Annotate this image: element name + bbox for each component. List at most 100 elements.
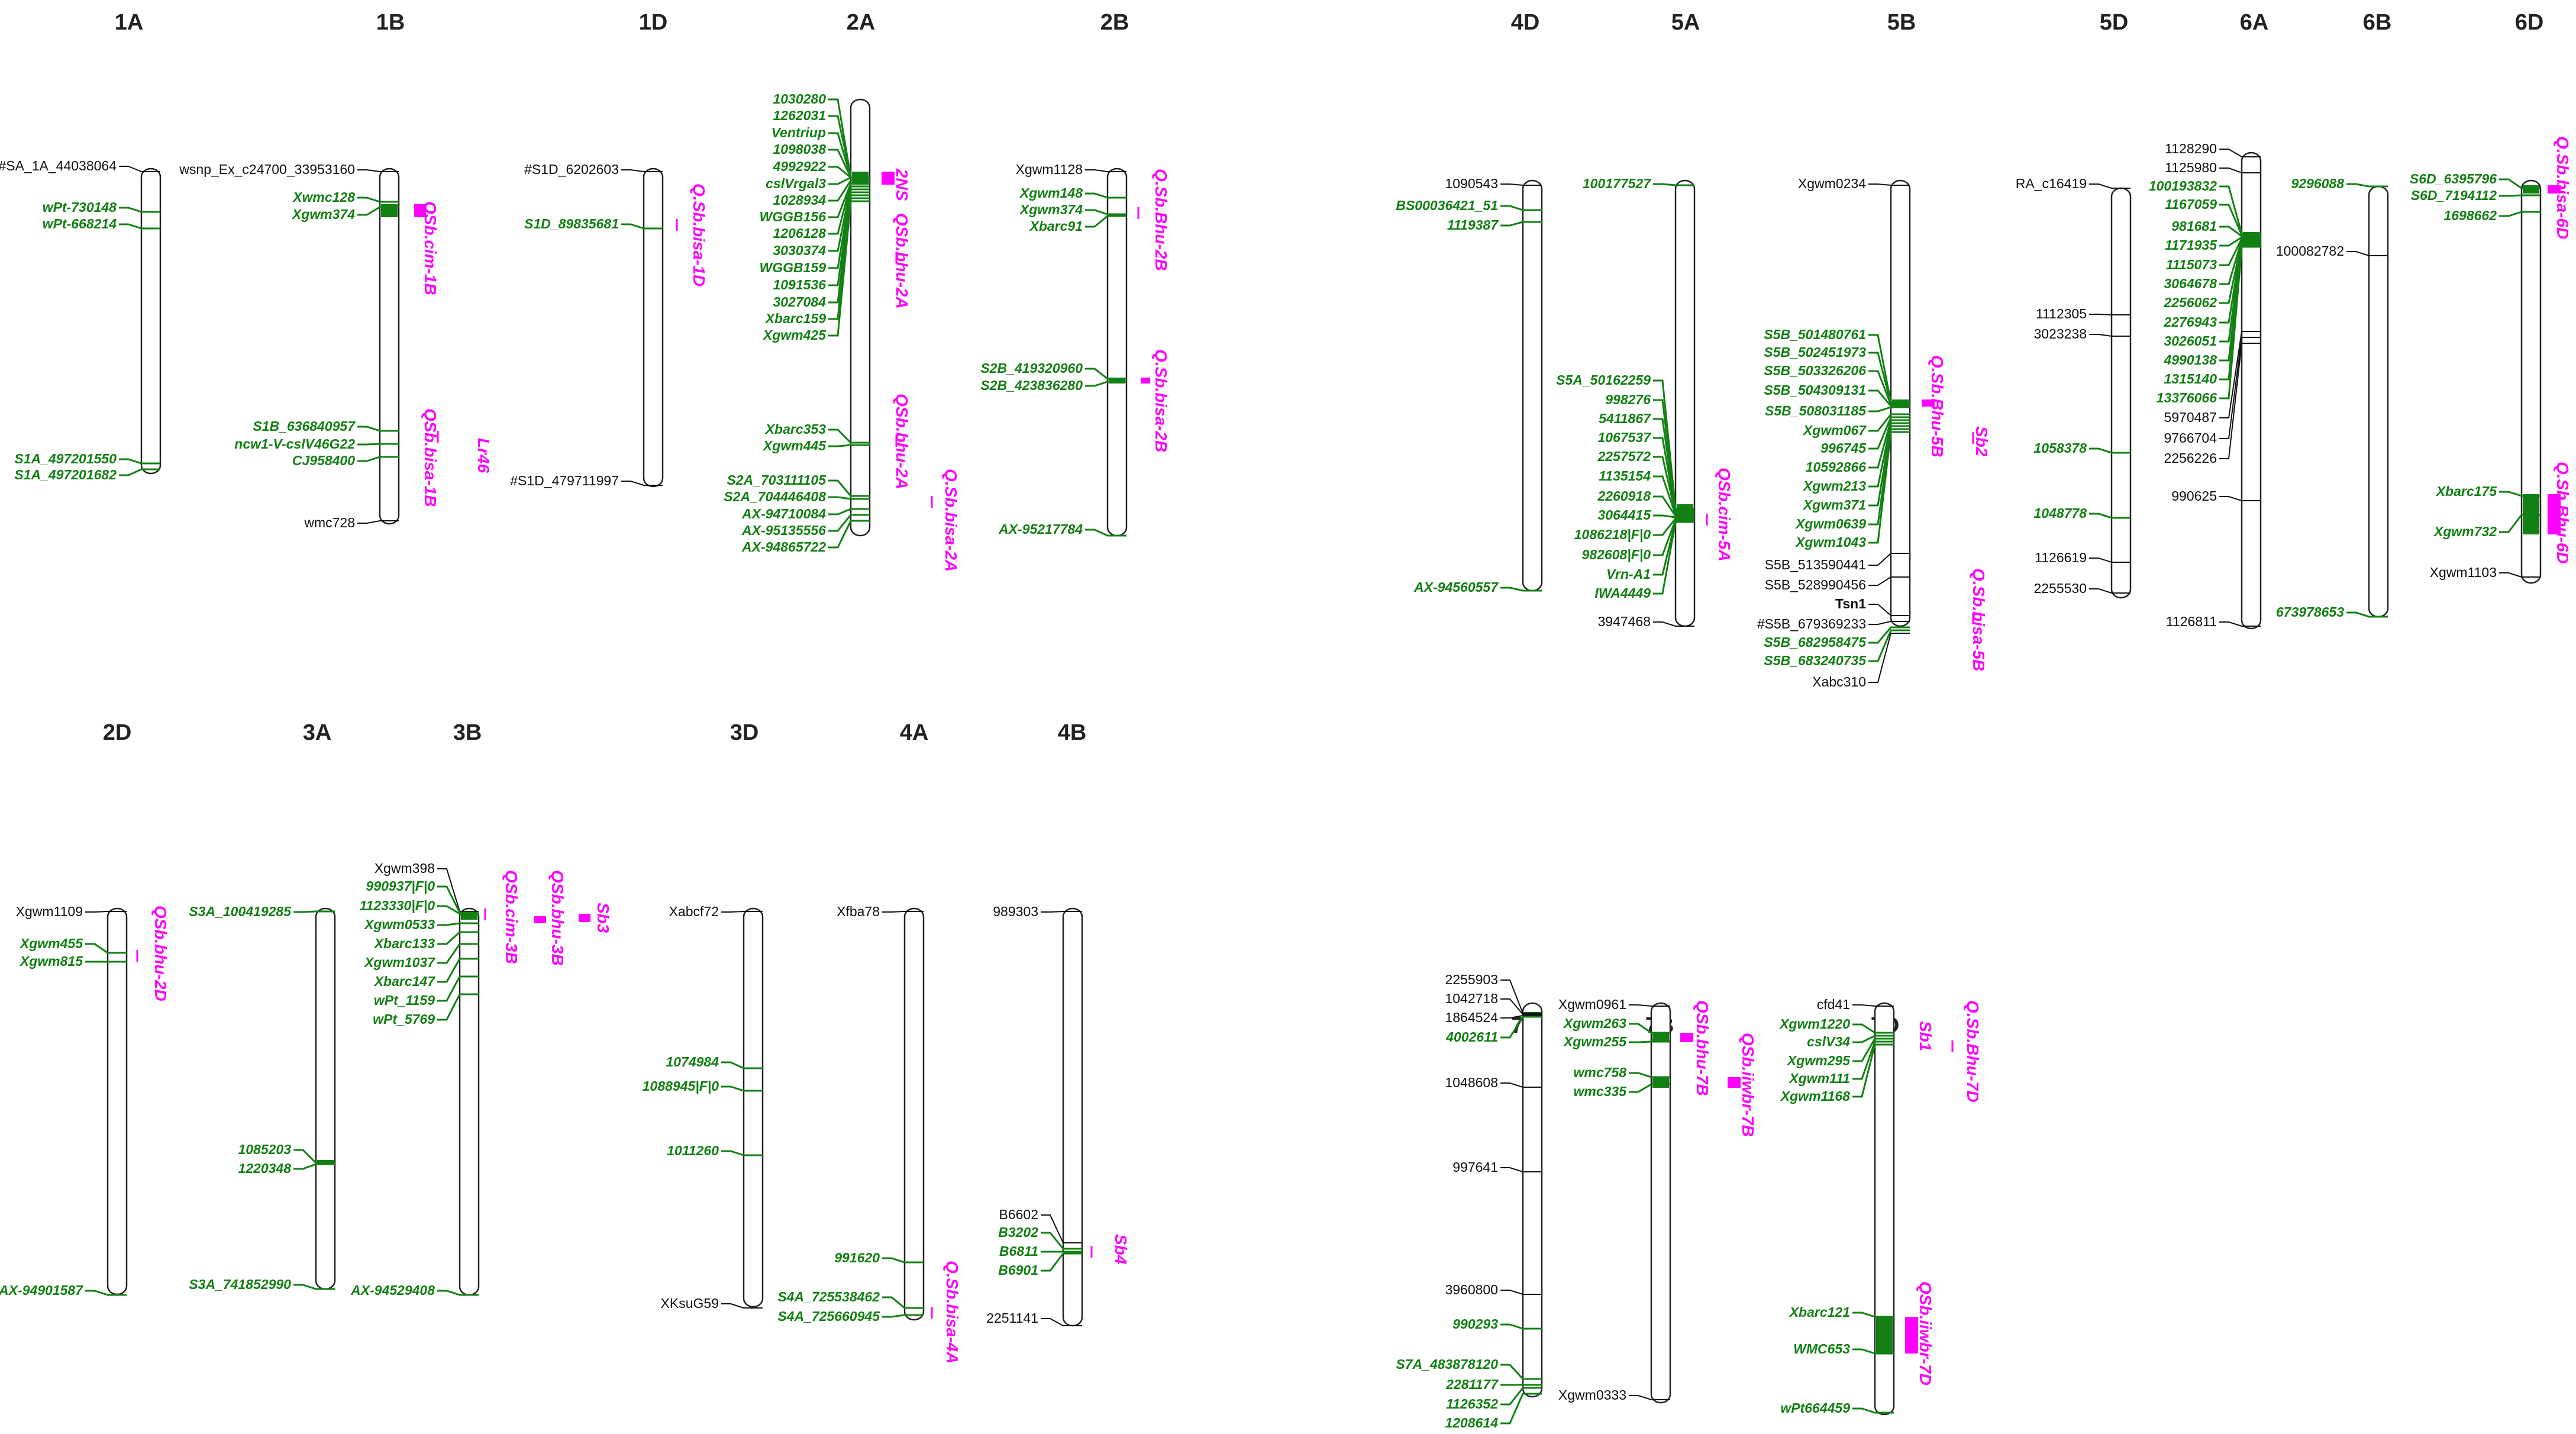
marker-label: 1126352 [1446,1396,1498,1412]
marker-connector [1500,979,1542,1014]
marker-connector [1868,431,1910,544]
marker-label: S5B_503326206 [1764,363,1866,378]
marker-label: 2257572 [1597,449,1651,464]
marker-label: AX-94710084 [741,506,826,521]
marker-label: 4990138 [2163,352,2217,368]
marker-label: S5B_513590441 [1765,557,1866,572]
marker-label: 10592866 [1806,459,1867,475]
chromosome-title: 2B [1100,10,1129,35]
marker-label: S5B_508031185 [1765,403,1867,418]
marker-label: S2A_703111105 [727,472,827,488]
chromosome-5b: 5BXgwm0234S5B_501480761S5B_502451973S5B_… [1757,10,1991,689]
qtl-interval-bar [534,916,546,923]
chromosome-title: 6B [2363,10,2392,35]
chromosome-title: 2A [847,10,876,35]
marker-connector [1653,521,1694,595]
marker-connector [1653,514,1694,518]
marker-label: Xgwm374 [291,207,355,222]
marker-connector [437,975,479,1002]
marker-label: 1085203 [238,1142,291,1157]
marker-connector [1500,1323,1542,1330]
marker-label: Xgwm445 [762,438,827,453]
marker-label: S3A_741852990 [189,1277,291,1292]
marker-connector [1653,379,1694,510]
marker-label: Xbarc91 [1028,218,1083,234]
marker-connector [2089,447,2130,454]
marker-connector [119,458,160,465]
marker-connector [1868,428,1910,526]
qtl-label: Q.Sb.bisa-2B [1152,349,1170,452]
marker-label: Xgwm1043 [1794,534,1866,550]
marker-label: 981681 [2171,218,2217,234]
marker-connector [1085,192,1126,199]
marker-label: 3030374 [773,243,826,258]
marker-connector [1500,1016,1542,1039]
marker-connector [2219,337,2261,439]
chromosome-bar [1874,1002,1895,1416]
marker-connector [828,182,870,235]
marker-label: S4A_725660945 [777,1309,880,1324]
marker-connector [1852,1035,1894,1043]
marker-connector [2499,211,2541,217]
marker-label: wmc335 [1573,1084,1627,1099]
marker-connector [2346,183,2388,188]
qtl-label: Q.Sb.Bhu-2B [1152,169,1170,271]
marker-label: 990293 [1452,1316,1498,1332]
marker-connector [1500,221,1542,227]
marker-connector [2346,611,2388,618]
marker-connector [1852,1311,1894,1318]
chromosome-bar [379,167,400,525]
marker-connector [357,196,399,203]
marker-label: S2B_419320960 [980,360,1083,376]
marker-label: 998276 [1605,392,1651,407]
marker-label: Xgwm148 [1019,185,1083,201]
marker-label: 3023238 [2033,326,2087,341]
chromosome-bar [850,98,871,537]
marker-label: Xgwm067 [1802,423,1867,438]
marker-connector [828,428,870,444]
chromosome-bar [1522,179,1543,592]
marker-connector [2346,251,2388,256]
marker-label: Xbarc353 [764,421,827,437]
marker-connector [1500,183,1542,186]
marker-label: Xgwm0961 [1558,997,1626,1012]
marker-connector [1868,626,1910,644]
marker-connector [85,911,127,913]
marker-label: 1090543 [1445,176,1498,191]
marker-label: 3064678 [2164,276,2217,291]
chromosome-7b: 7BXgwm0961Xgwm263Xgwm255wmc758wmc335Xgwm… [1558,997,1757,1404]
marker-label: S1B_636840957 [253,418,356,434]
marker-label: wPt_1159 [374,992,435,1008]
marker-label: Ventriup [771,125,826,140]
marker-connector [357,456,399,462]
qtl-label: QSb.bhu-2A [893,213,911,309]
marker-connector [1085,529,1126,537]
marker-connector [1653,518,1694,556]
marker-label: 991620 [834,1250,880,1265]
marker-connector [1653,456,1694,515]
marker-connector [828,191,870,286]
chromosome-7d: 7Dcfd41Xgwm1220cslV34Xgwm295Xgwm111Xgwm1… [1778,997,1982,1416]
marker-connector [437,868,479,912]
marker-label: Xgwm1103 [2430,565,2497,580]
marker-label: 989303 [993,904,1038,919]
marker-label: S5B_682958475 [1764,634,1867,650]
chromosome-4a: 4AXfba78991620S4A_725538462S4A_725660945… [777,720,961,1364]
chromosome-bar [2241,152,2262,630]
marker-connector [1868,389,1910,407]
marker-connector [357,206,399,216]
marker-label: S1A_497201550 [14,451,117,466]
marker-label: Xbarc175 [2435,484,2498,499]
marker-connector [828,514,870,532]
chromosome-2b: 2BXgwm1128Xgwm148Xgwm374Xbarc91S2B_41932… [980,10,1170,537]
marker-label: wPt_5769 [373,1011,435,1027]
marker-connector [1653,495,1694,517]
chromosome-1d: 1D#S1D_6202603S1D_89835681#S1D_479711997… [510,10,708,488]
marker-label: wPt664459 [1780,1400,1850,1416]
marker-label: B6602 [999,1207,1038,1222]
marker-label: 2256062 [2163,295,2217,310]
chromosome-title: 5D [2100,10,2129,35]
marker-connector [2219,246,2261,399]
chromosome-bar [106,907,128,1296]
marker-label: S3A_100419285 [189,904,292,919]
